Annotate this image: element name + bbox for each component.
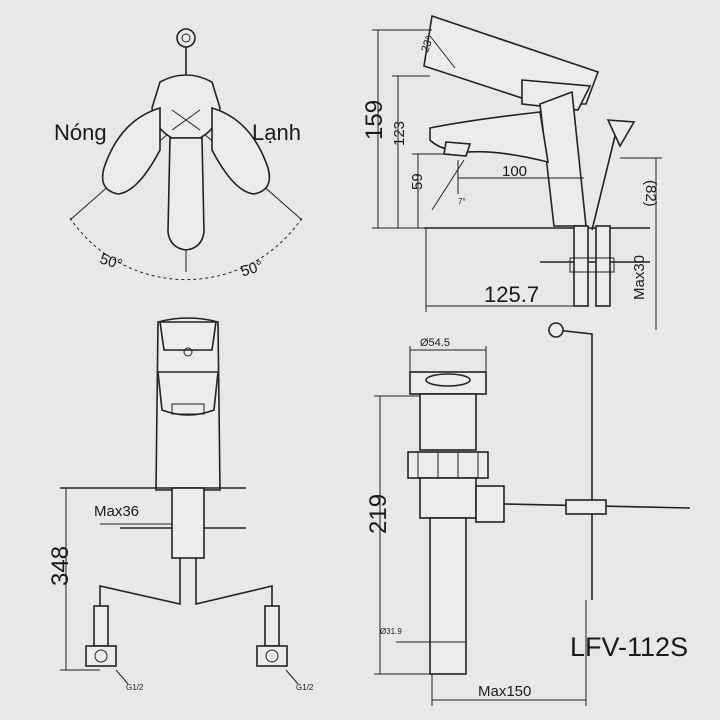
drain-body [419, 393, 477, 451]
angle-left-label: 50° [98, 250, 125, 273]
height-total-label: 159 [361, 100, 388, 140]
lever-knob-center [181, 33, 191, 43]
side-view: 23° 159 123 59 100 7° 125.7 (82) Max30 [361, 14, 662, 330]
base-offset-label: 125.7 [484, 282, 539, 307]
hose-left [99, 558, 181, 610]
valve-left-knob [94, 649, 108, 663]
drain-view: Ø54.5 219 Ø31.9 Max150 [365, 322, 691, 706]
left-wing [101, 106, 161, 195]
drain-height-label: 219 [365, 494, 392, 534]
height-lever-label: 123 [391, 121, 408, 146]
drain-pipe [429, 517, 467, 675]
hot-label: Nóng [54, 120, 107, 145]
drain-cap [425, 373, 471, 387]
max-reach-label: Max150 [478, 683, 531, 700]
lock-nut [569, 257, 615, 273]
angle-right-label: 50° [239, 257, 266, 280]
linkage-clip [548, 322, 564, 338]
height-spout-label: 59 [409, 173, 426, 190]
spout-angle-label: 7° [458, 197, 466, 206]
angle-23-leader [429, 35, 456, 69]
drain-tee [419, 477, 477, 519]
lever-knob [176, 28, 196, 48]
model-code: LFV-112S [570, 632, 688, 662]
angle-lever-label: 23° [419, 34, 436, 54]
valve-right-knob [265, 649, 279, 663]
thread-right-leader [285, 669, 299, 685]
top-body [151, 74, 221, 139]
popup-knob [606, 119, 636, 148]
indicator-dot [183, 347, 193, 357]
shank-left [573, 225, 589, 307]
front-view: Max36 348 G1/2 G1/2 [47, 317, 314, 692]
cold-label: Lạnh [252, 120, 301, 145]
front-shank [171, 487, 205, 559]
pipe-dia-label: Ø31.9 [380, 627, 402, 636]
thread-right-label: G1/2 [296, 683, 314, 692]
hose-end-right [264, 605, 280, 647]
hose-end-left [93, 605, 109, 647]
cross-mark-b [171, 109, 201, 131]
drain-linkage [555, 329, 593, 600]
max-depth-label: Max36 [94, 503, 139, 520]
drain-nut [407, 451, 489, 479]
front-spout [157, 371, 219, 416]
valve-left [85, 645, 117, 667]
rotation-arc [69, 217, 303, 281]
deck-height-label: (82) [642, 180, 659, 207]
angle-7-leader [431, 159, 465, 211]
hose-length-label: 348 [47, 546, 74, 586]
front-lever-cap [159, 321, 217, 351]
flange-dia-label: Ø54.5 [420, 337, 450, 349]
max-deck-label: Max30 [631, 255, 648, 300]
shank-right [595, 225, 611, 307]
front-aerator [171, 403, 205, 415]
right-wing [211, 106, 271, 195]
popup-rod [591, 131, 617, 231]
thread-left-leader [115, 669, 129, 685]
top-spout [167, 137, 205, 251]
spout-aerator [443, 141, 472, 157]
thread-left-label: G1/2 [126, 683, 144, 692]
linkage-strap [565, 499, 607, 515]
spout-reach-label: 100 [502, 163, 527, 180]
drain-side-outlet [475, 485, 505, 523]
hose-right [195, 558, 273, 610]
valve-right [256, 645, 288, 667]
top-view: Nóng Lạnh 50° 50° [54, 28, 303, 281]
